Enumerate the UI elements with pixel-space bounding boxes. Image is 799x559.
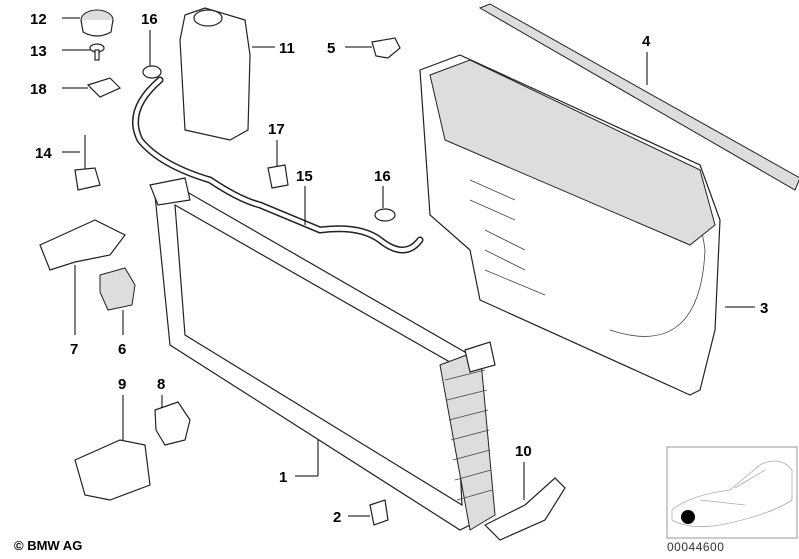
leader-lines	[62, 17, 755, 517]
screw[interactable]	[89, 43, 105, 61]
hose-clamp[interactable]	[142, 65, 162, 79]
callout-5: 5	[327, 40, 335, 57]
callout-10: 10	[515, 443, 532, 460]
rubber-mount[interactable]	[99, 267, 136, 311]
callout-17: 17	[268, 121, 285, 138]
callout-6: 6	[118, 341, 126, 358]
diagram-number: 00044600	[667, 540, 725, 554]
callout-2: 2	[333, 509, 341, 526]
vehicle-locator-thumbnail	[666, 446, 798, 539]
callout-11: 11	[279, 40, 295, 57]
rubber-mount[interactable]	[154, 401, 191, 446]
callout-3: 3	[760, 300, 768, 317]
callout-8: 8	[157, 376, 165, 393]
bracket[interactable]	[86, 77, 122, 98]
clip[interactable]	[267, 164, 289, 189]
callout-14: 14	[35, 145, 52, 162]
callout-7: 7	[70, 341, 78, 358]
air-duct[interactable]	[483, 477, 566, 541]
expanding-rivet[interactable]	[371, 37, 401, 59]
expansion-tank[interactable]	[179, 7, 251, 141]
cap[interactable]	[80, 9, 114, 37]
callout-16: 16	[374, 168, 391, 185]
fan-shroud[interactable]	[419, 54, 721, 396]
air-duct[interactable]	[74, 439, 151, 501]
radiator[interactable]	[149, 177, 496, 531]
locator-dot	[681, 510, 695, 524]
temperature-sensor[interactable]	[74, 135, 101, 191]
seal-strip[interactable]	[478, 3, 799, 191]
callout-18: 18	[30, 81, 47, 98]
copyright-text: © BMW AG	[14, 538, 83, 553]
bracket[interactable]	[39, 219, 126, 271]
callout-1: 1	[279, 469, 287, 486]
callout-9: 9	[118, 376, 126, 393]
callout-13: 13	[30, 43, 47, 60]
callout-4: 4	[642, 33, 651, 50]
callout-12: 12	[30, 11, 47, 28]
hose-clamp[interactable]	[374, 208, 396, 222]
callout-16: 16	[141, 11, 158, 28]
callout-15: 15	[296, 168, 313, 185]
drain-plug[interactable]	[369, 499, 389, 526]
